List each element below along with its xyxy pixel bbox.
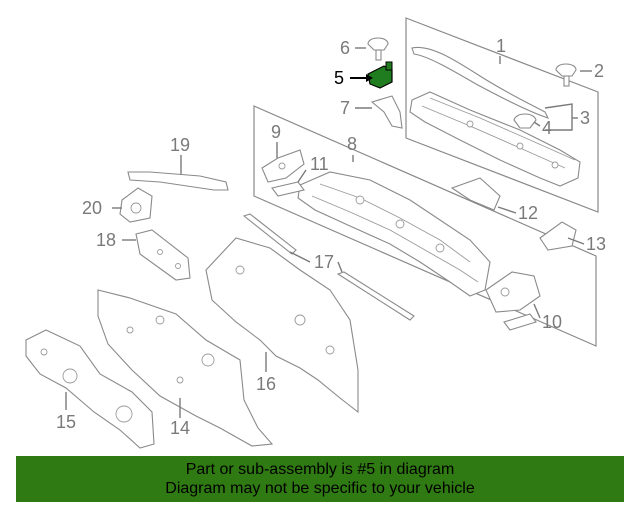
part-14-insulator [97, 289, 274, 447]
callout-17: 17 [314, 252, 334, 272]
banner-line-1: Part or sub-assembly is #5 in diagram [185, 461, 455, 478]
callout-18: 18 [96, 230, 116, 250]
part-17-strip [242, 213, 297, 255]
part-18-bracket [135, 229, 191, 281]
callout-15: 15 [56, 412, 76, 432]
callout-8: 8 [347, 134, 357, 154]
callout-7: 7 [340, 98, 350, 118]
part-19-rod [127, 171, 229, 191]
callout-10: 10 [542, 312, 562, 332]
callout-6: 6 [340, 38, 350, 58]
callout-9: 9 [271, 122, 281, 142]
parts-diagram: 1 2 3 4 5 6 7 8 9 10 11 12 13 14 15 16 1… [25, 17, 606, 449]
part-7-bracket [370, 95, 403, 129]
callout-labels: 1 2 3 4 5 6 7 8 9 10 11 12 13 14 15 16 1… [56, 36, 606, 438]
cowl-panel-group [405, 17, 599, 213]
callout-14: 14 [170, 418, 190, 438]
part-4-grommet [513, 113, 537, 129]
callout-20: 20 [82, 198, 102, 218]
callout-12: 12 [518, 203, 538, 223]
dash-panel-group [253, 105, 597, 347]
callout-3: 3 [580, 108, 590, 128]
part-5-highlighted [367, 61, 393, 89]
part-2-clip [555, 63, 577, 87]
callout-13: 13 [586, 234, 606, 254]
callout-16: 16 [256, 374, 276, 394]
part-info-banner: Part or sub-assembly is #5 in diagram Di… [16, 456, 624, 502]
leader-lines [65, 47, 592, 418]
callout-1: 1 [496, 36, 506, 56]
callout-2: 2 [594, 61, 604, 81]
callout-19: 19 [170, 135, 190, 155]
callout-11: 11 [310, 154, 329, 174]
part-16-insulator [205, 237, 359, 414]
part-6-clip [367, 37, 389, 61]
callout-4: 4 [542, 118, 552, 138]
callout-5-highlighted: 5 [334, 68, 344, 88]
banner-line-2: Diagram may not be specific to your vehi… [165, 480, 475, 497]
